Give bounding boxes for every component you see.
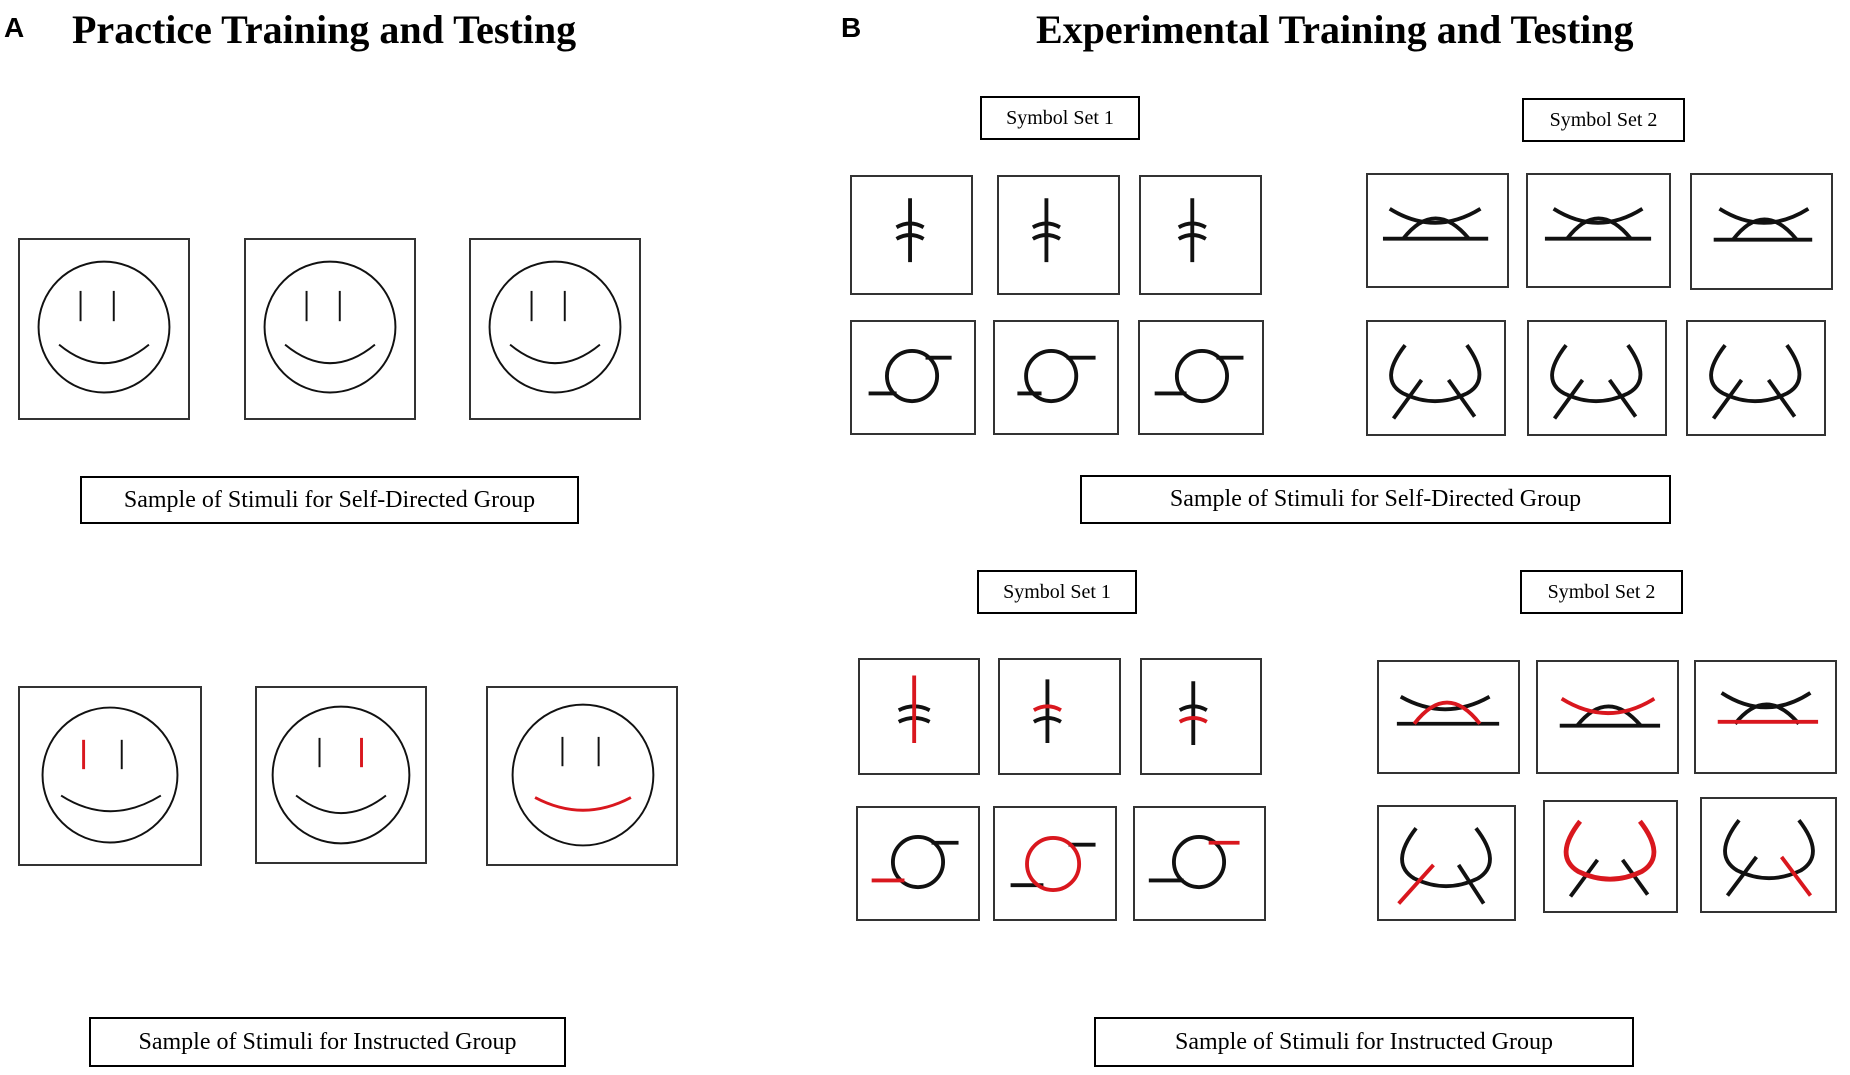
symbol-tile-cup-right-stroke-highlight: [1700, 797, 1837, 913]
symbol-set-1-label: Symbol Set 1: [977, 570, 1137, 614]
face-tile: [469, 238, 641, 420]
panel-a-instructed-label: Sample of Stimuli for Instructed Group: [89, 1017, 566, 1067]
symbol-tile-bridge: [1366, 173, 1509, 288]
symbol-tile-circle: [1138, 320, 1264, 435]
panel-b-letter: B: [841, 12, 862, 43]
symbol-tile-bridge: [1690, 173, 1833, 290]
symbol-tile-cup: [1686, 320, 1826, 436]
symbol-tile-tree-trunk-highlight: [858, 658, 980, 775]
face-tile-mouth-highlight: [486, 686, 678, 866]
symbol-tile-bridge-base-highlight: [1694, 660, 1837, 774]
symbol-tile-circle: [993, 320, 1119, 435]
symbol-tile-tree-lower-branch-highlight: [1140, 658, 1262, 775]
symbol-tile-circle-bottom-line-highlight: [856, 806, 980, 921]
panel-b-title: Experimental Training and Testing: [1036, 7, 1634, 52]
symbol-tile-bridge: [1526, 173, 1671, 288]
symbol-tile-circle-ring-highlight: [993, 806, 1117, 921]
symbol-tile-bridge-curve-highlight: [1536, 660, 1679, 774]
panel-b-self-directed-label: Sample of Stimuli for Self-Directed Grou…: [1080, 475, 1671, 524]
symbol-tile-bridge-arch-highlight: [1377, 660, 1520, 774]
symbol-tile-tree: [1139, 175, 1262, 295]
symbol-tile-circle: [850, 320, 976, 435]
face-tile-left-eye-highlight: [18, 686, 202, 866]
symbol-tile-cup-bowl-highlight: [1543, 800, 1678, 913]
symbol-tile-cup: [1366, 320, 1506, 436]
panel-a-title: Practice Training and Testing: [72, 7, 577, 52]
symbol-tile-tree-upper-branch-highlight: [998, 658, 1121, 775]
symbol-set-1-label: Symbol Set 1: [980, 96, 1140, 140]
face-tile: [244, 238, 416, 420]
symbol-set-2-label: Symbol Set 2: [1520, 570, 1683, 614]
symbol-tile-cup: [1527, 320, 1667, 436]
face-tile: [18, 238, 190, 420]
symbol-tile-tree: [997, 175, 1120, 295]
symbol-tile-circle-top-line-highlight: [1133, 806, 1266, 921]
symbol-set-2-label: Symbol Set 2: [1522, 98, 1685, 142]
panel-b-instructed-label: Sample of Stimuli for Instructed Group: [1094, 1017, 1634, 1067]
panel-a-self-directed-label: Sample of Stimuli for Self-Directed Grou…: [80, 476, 579, 524]
symbol-tile-tree: [850, 175, 973, 295]
face-tile-right-eye-highlight: [255, 686, 427, 864]
symbol-tile-cup-left-stroke-highlight: [1377, 805, 1516, 921]
panel-a-letter: A: [4, 12, 25, 43]
